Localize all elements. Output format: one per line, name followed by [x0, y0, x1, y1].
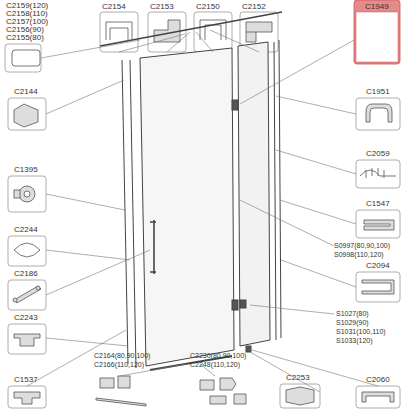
part-number: C2153	[150, 3, 174, 11]
part-number: C2155(80)	[6, 34, 44, 42]
part-number: C1537	[14, 376, 38, 384]
part-number: C2248(110,120)	[190, 361, 240, 368]
part-number-set: S1027(80)	[336, 310, 369, 317]
part-number: C2060	[366, 376, 390, 384]
part-number: C2157(100)	[6, 18, 48, 26]
part-number-set: S1033(120)	[336, 337, 373, 344]
part-number: C2158(110)	[6, 10, 48, 18]
part-number: C1949	[365, 3, 389, 11]
part-number: C1951	[366, 88, 390, 96]
part-number-set: S0998(110,120)	[334, 251, 384, 258]
part-number: C2164(80,90,100)	[94, 352, 150, 359]
part-number-set: S0997(80,90,100)	[334, 242, 390, 249]
part-number: C1395	[14, 166, 38, 174]
part-number: C2230(80,90,100)	[190, 352, 246, 359]
part-number-set: S1031(100,110)	[336, 328, 386, 335]
part-number: C2150	[196, 3, 220, 11]
part-number: C1547	[366, 200, 390, 208]
part-number-set: S1029(90)	[336, 319, 369, 326]
part-number: C2156(90)	[6, 26, 44, 34]
part-number: C2159(120)	[6, 2, 48, 10]
part-number: C2186	[14, 270, 38, 278]
part-number: C2154	[102, 3, 126, 11]
part-number: C2152	[242, 3, 266, 11]
part-number: C2144	[14, 88, 38, 96]
part-number: C2094	[366, 262, 390, 270]
part-number: C2253	[286, 374, 310, 382]
part-number: C2244	[14, 226, 38, 234]
part-number: C2166(110,120)	[94, 361, 144, 368]
part-number: C2243	[14, 314, 38, 322]
part-number: C2059	[366, 150, 390, 158]
